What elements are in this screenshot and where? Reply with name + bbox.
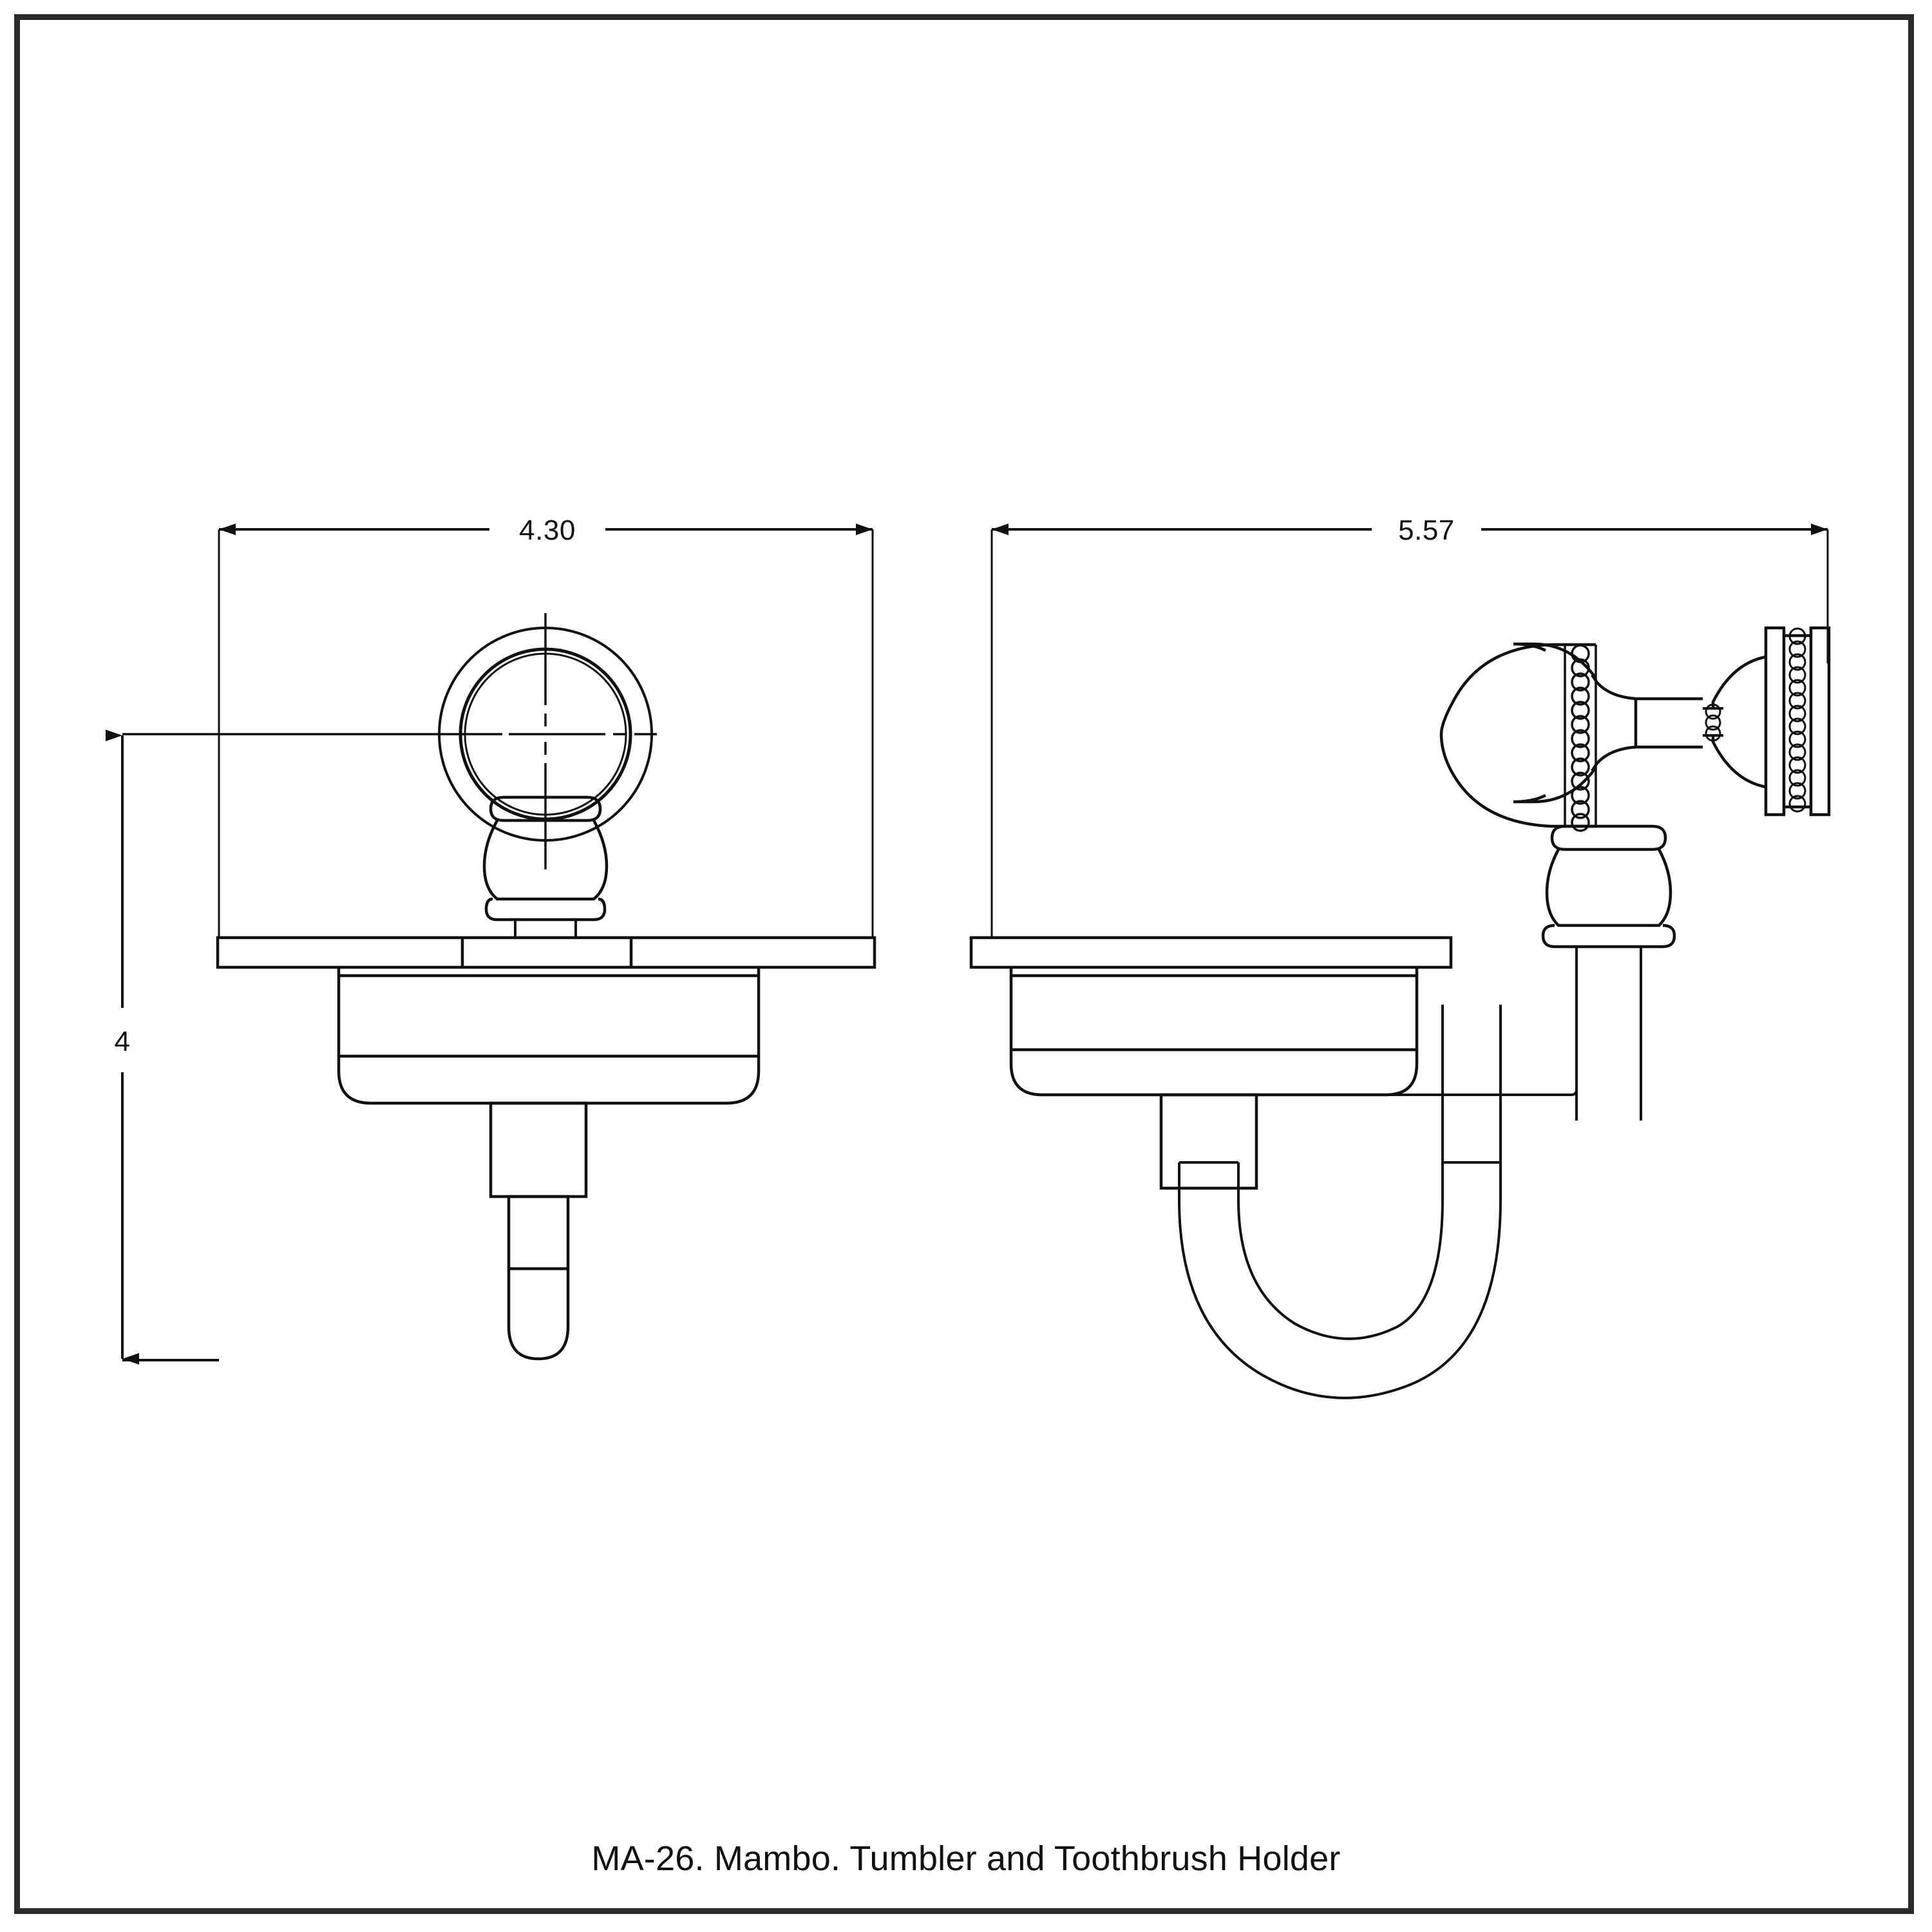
side-ball-bead-detail <box>1564 644 1597 832</box>
side-cup-hub <box>1159 1093 1258 1190</box>
front-tumbler-cup <box>337 967 761 1105</box>
dimension-value-side-width: 5.57 <box>1398 515 1455 546</box>
side-barrel-collar <box>1541 824 1676 949</box>
side-tumbler-cup <box>1009 967 1419 1097</box>
side-plate-flare <box>1711 655 1766 789</box>
side-tapered-neck <box>1591 674 1703 772</box>
dimension-overall-height <box>106 730 219 1365</box>
sheet-border <box>14 14 1914 1914</box>
side-neck-bead-detail <box>1705 703 1721 742</box>
side-u-support-arm <box>1178 1089 1578 1399</box>
front-toothbrush-rod <box>489 1101 588 1361</box>
side-vertical-arm <box>1575 947 1642 1121</box>
side-shelf-plate <box>969 936 1453 969</box>
side-wall-plate-bead-detail <box>1788 627 1806 813</box>
side-u-arm-upper-legs <box>1441 1005 1502 1124</box>
front-stem <box>514 920 577 939</box>
front-shelf-plate <box>216 936 876 969</box>
drawing-caption: MA-26. Mambo. Tumbler and Toothbrush Hol… <box>591 1839 1341 1878</box>
dimension-value-overall-height: 4 <box>115 1026 131 1057</box>
front-centerlines <box>122 613 657 869</box>
side-wall-mount-plate <box>1764 626 1831 817</box>
front-barrel-collar <box>482 795 609 922</box>
dimension-value-front-width: 4.30 <box>519 515 576 546</box>
side-view <box>969 529 1831 1399</box>
side-extension-lines <box>990 529 1829 937</box>
front-view <box>122 529 876 1361</box>
